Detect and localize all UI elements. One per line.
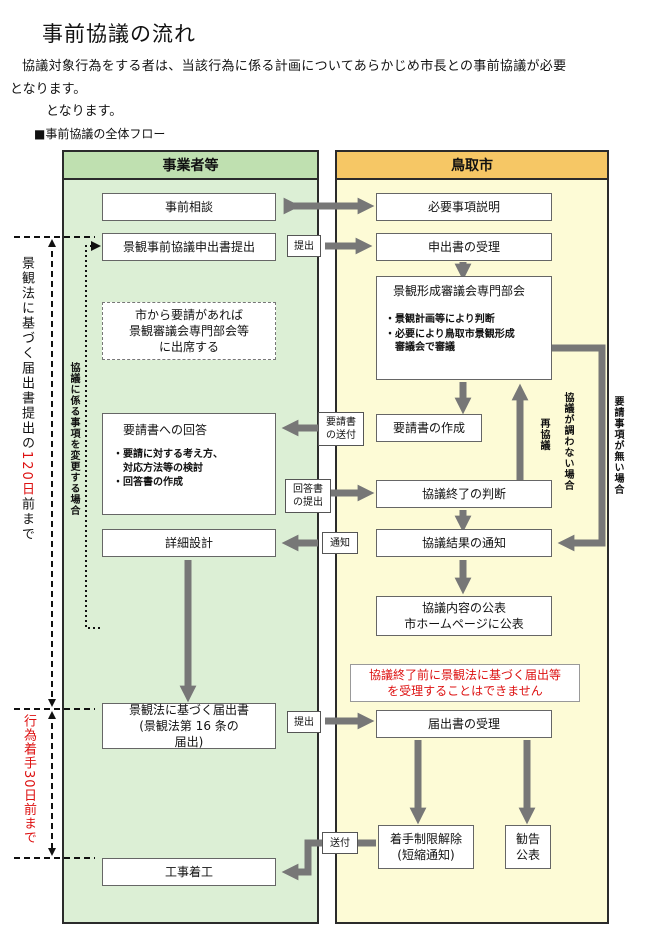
deadline-120-tail: 前まで bbox=[19, 496, 34, 542]
intro-line-1: 協議対象行為をする者は、当該行為に係る計画についてあらかじめ市長との事前協議が必… bbox=[22, 59, 567, 74]
label-submit-1: 提出 bbox=[287, 235, 321, 257]
attend-meeting-box: 市から要請があれば 景観審議会専門部会等 に出席する bbox=[102, 302, 276, 360]
explanation-box: 必要事項説明 bbox=[376, 193, 552, 221]
note-reconsult: 再協議 bbox=[538, 418, 549, 451]
judgement-box: 協議終了の判断 bbox=[376, 480, 552, 508]
detail-design-box: 詳細設計 bbox=[102, 529, 276, 557]
answer-title: 要請書への回答 bbox=[123, 423, 208, 437]
note-no-request: 要請事項が無い場合 bbox=[612, 396, 623, 495]
publication-box: 協議内容の公表 市ホームページに公表 bbox=[376, 596, 552, 636]
note-not-settled: 協議が調わない場合 bbox=[562, 392, 573, 491]
note-change: 協議に係る事項を変更する場合 bbox=[68, 362, 79, 516]
submit-application-box: 景観事前協議申出書提出 bbox=[102, 233, 276, 261]
release-box: 着手制限解除 (短縮通知) bbox=[378, 825, 474, 869]
label-send: 送付 bbox=[322, 832, 358, 854]
construction-start-box: 工事着工 bbox=[102, 858, 276, 886]
deadline-120: 景観法に基づく届出書提出の120日前まで bbox=[19, 256, 34, 542]
arrow-change-loop bbox=[85, 241, 101, 629]
city-column-header: 鳥取市 bbox=[337, 152, 607, 180]
deadline-30: 行為着手30日前まで bbox=[21, 714, 36, 845]
receipt-box: 申出書の受理 bbox=[376, 233, 552, 261]
notification-box: 景観法に基づく届出書 (景観法第 16 条の 届出) bbox=[102, 703, 276, 749]
consult-box: 事前相談 bbox=[102, 193, 276, 221]
deadline-120-days: 120日 bbox=[19, 451, 34, 497]
request-document-box: 要請書の作成 bbox=[376, 414, 482, 442]
arrow-no-request bbox=[552, 344, 606, 552]
result-notice-box: 協議結果の通知 bbox=[376, 529, 552, 557]
label-notify: 通知 bbox=[322, 532, 358, 554]
committee-title: 景観形成審議会専門部会 bbox=[393, 284, 526, 298]
label-submit-answer: 回答書 の提出 bbox=[285, 479, 331, 513]
business-column-header: 事業者等 bbox=[64, 152, 317, 180]
section-heading: ■事前協議の全体フロー bbox=[34, 127, 166, 141]
warning-box: 協議終了前に景観法に基づく届出等 を受理することはできません bbox=[350, 664, 580, 702]
notification-receipt-box: 届出書の受理 bbox=[376, 710, 552, 738]
advice-box: 勧告 公表 bbox=[505, 825, 551, 869]
label-submit-2: 提出 bbox=[287, 711, 321, 733]
answer-item-1: ・要請に対する考え方、 対応方法等の検討 bbox=[113, 449, 223, 474]
intro-line-2: となります。 bbox=[10, 82, 87, 97]
page-title: 事前協議の流れ bbox=[42, 22, 196, 46]
answer-box: 要請書への回答 ・要請に対する考え方、 対応方法等の検討 ・回答書の作成 bbox=[102, 413, 276, 515]
label-send-request: 要請書 の送付 bbox=[318, 412, 364, 446]
committee-item-2: ・必要により鳥取市景観形成 審議会で審議 bbox=[385, 328, 515, 354]
committee-item-1: ・景観計画等により判断 bbox=[385, 314, 495, 326]
intro-line-3: となります。 bbox=[46, 104, 123, 119]
answer-item-2: ・回答書の作成 bbox=[113, 477, 183, 489]
committee-box: 景観形成審議会専門部会 ・景観計画等により判断 ・必要により鳥取市景観形成 審議… bbox=[376, 276, 552, 380]
deadline-120-text: 景観法に基づく届出書提出の bbox=[19, 256, 34, 451]
